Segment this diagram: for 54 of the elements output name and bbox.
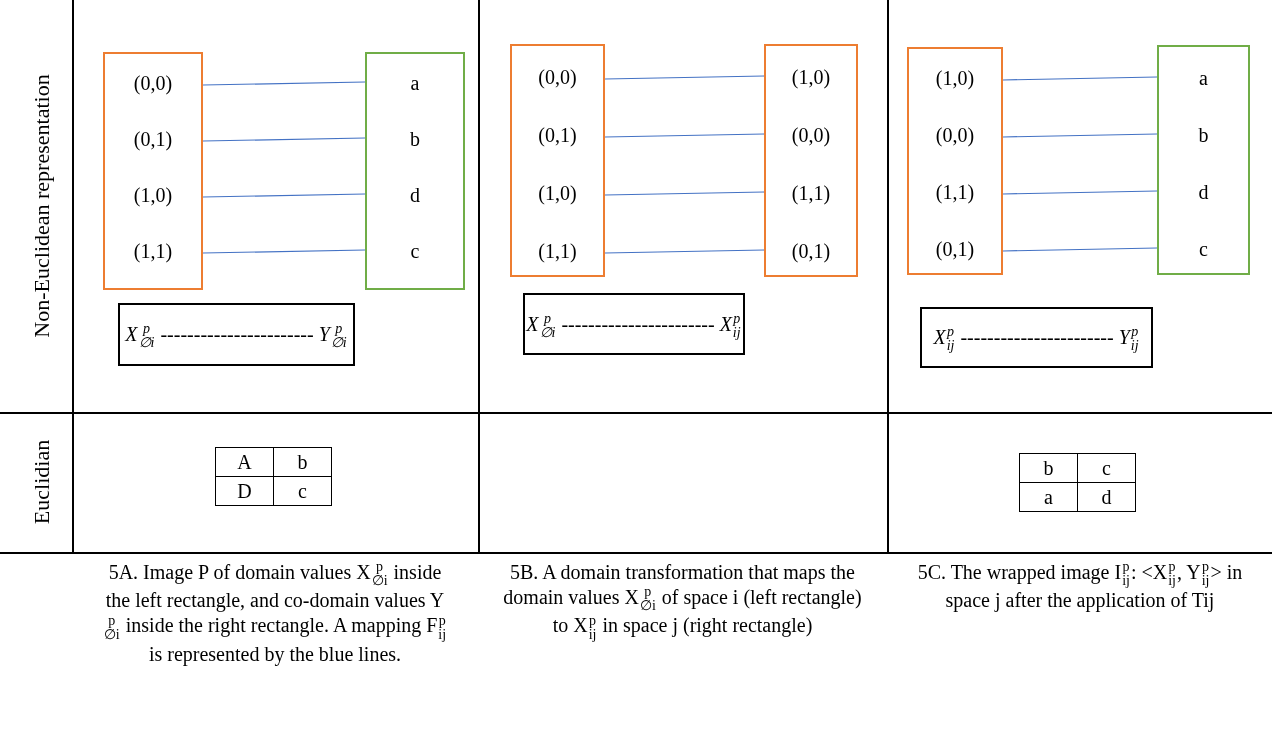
value-text: (0,1) (512, 120, 603, 150)
mapping-line (202, 249, 366, 254)
caption: 5C. The wrapped image I$^{p}$$_{ij}$: <X$^{p}$$_{ij}$, Y$^{p}$$_{ij}$> in space j after the application of Tij (916, 560, 1244, 614)
value-text: (1,0) (909, 63, 1001, 93)
mapping-line (1002, 190, 1158, 195)
value-text: (1,0) (105, 180, 201, 210)
value-text: (1,1) (766, 178, 856, 208)
value-text: (1,0) (766, 62, 856, 92)
rectangle (764, 44, 858, 277)
table-cell: b (273, 447, 332, 477)
value-text: b (367, 124, 463, 154)
table-cell: c (1077, 453, 1136, 483)
mapping-line (202, 137, 366, 142)
caption: 5B. A domain transformation that maps the domain values X$^{p}$$_{∅i}$ of space i (left rectangle) to X$^{p}$$_{ij}$ in space j (right rectangle) (502, 560, 863, 642)
value-text: (0,0) (105, 68, 201, 98)
mapping-line (1002, 247, 1158, 252)
value-text: a (367, 68, 463, 98)
value-text: (0,1) (909, 234, 1001, 264)
value-text: (1,1) (105, 236, 201, 266)
value-text: c (367, 236, 463, 266)
value-text: c (1159, 234, 1248, 264)
mapping-line (604, 249, 765, 254)
value-text: (0,1) (105, 124, 201, 154)
rectangle (103, 52, 203, 290)
row-header: Non-Euclidean representation (29, 74, 55, 338)
mapping-line (1002, 133, 1158, 138)
value-text: (0,0) (512, 62, 603, 92)
value-text: (1,0) (512, 178, 603, 208)
value-text: (1,1) (512, 236, 603, 266)
value-text: (1,1) (909, 177, 1001, 207)
rectangle (907, 47, 1003, 275)
value-text: (0,0) (909, 120, 1001, 150)
table-cell: b (1019, 453, 1078, 483)
table-cell: c (273, 476, 332, 506)
value-text: (0,1) (766, 236, 856, 266)
mapping-line (202, 81, 366, 86)
row-header: Euclidian (29, 439, 55, 525)
table-cell: A (215, 447, 274, 477)
mapping-line (202, 193, 366, 198)
value-text: (0,0) (766, 120, 856, 150)
value-text: d (367, 180, 463, 210)
rectangle (510, 44, 605, 277)
mapping-line (1002, 76, 1158, 81)
table-cell: a (1019, 482, 1078, 512)
rectangle (1157, 45, 1250, 275)
rectangle (365, 52, 465, 290)
table-cell: D (215, 476, 274, 506)
value-text: d (1159, 177, 1248, 207)
mapping-line (604, 191, 765, 196)
mapping-line (604, 133, 765, 138)
value-text: b (1159, 120, 1248, 150)
table-cell: d (1077, 482, 1136, 512)
mapping-line (604, 75, 765, 80)
value-text: a (1159, 63, 1248, 93)
